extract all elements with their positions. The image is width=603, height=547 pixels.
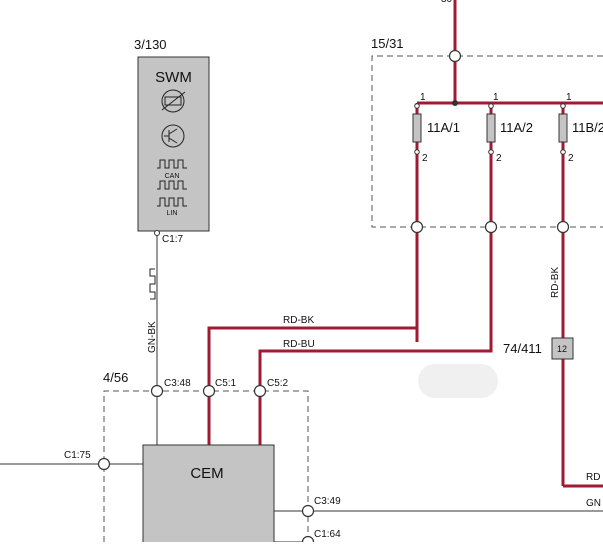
feed-junction <box>450 51 461 62</box>
top-wire-label: 30 <box>441 0 453 5</box>
swm-pin-dot <box>155 231 160 236</box>
fuse-11a2-body <box>487 114 495 142</box>
fuse-11a1-pin-out: 2 <box>422 153 428 164</box>
cem-c5-2-label: C5:2 <box>267 378 289 389</box>
connector-74-411-ref: 74/411 <box>503 341 542 356</box>
fuse-11b2-box-terminal <box>558 222 569 233</box>
cem-box <box>143 445 274 542</box>
cem-name: CEM <box>190 465 223 482</box>
cem-c3-48-terminal <box>152 386 163 397</box>
fuse-11b2-pin-out: 2 <box>568 153 574 164</box>
cem-c5-1-terminal <box>204 386 215 397</box>
cem-c1-75-terminal <box>99 459 110 470</box>
fuse-11a2-box-terminal <box>486 222 497 233</box>
swm-ref: 3/130 <box>134 37 167 52</box>
fuse-11b2: 1 2 11B/2 <box>558 92 603 486</box>
fuse-11a1-label: 11A/1 <box>427 120 460 135</box>
wire-rd-bk-label: RD-BK <box>283 315 314 326</box>
fuse-11a1-box-terminal <box>412 222 423 233</box>
cem-c1-64-terminal <box>303 537 314 543</box>
swm-name: SWM <box>155 69 192 86</box>
fuse-11a1-pin-in: 1 <box>420 92 426 103</box>
wire-rd-bu-label: RD-BU <box>283 339 315 350</box>
wire-rd-bk-right-label: RD-BK <box>550 267 561 298</box>
busbar-junction <box>452 100 458 106</box>
fuse-11b2-body <box>559 114 567 142</box>
fuse-11a2: 1 2 11A/2 <box>486 92 534 350</box>
fuse-11b2-pin-in: 1 <box>566 92 572 103</box>
fuse-11a2-pin1-dot <box>489 104 494 109</box>
fuse-11a2-pin-out: 2 <box>496 153 502 164</box>
swm-can-label: CAN <box>165 173 180 180</box>
swm-lin-label: LIN <box>167 210 178 217</box>
fuse-11a2-pin2-dot <box>489 150 494 155</box>
swm-pin-label: C1:7 <box>162 234 184 245</box>
connector-74-411-pin: 12 <box>557 344 567 354</box>
cem-c1-75-label: C1:75 <box>64 450 91 461</box>
wire-gn-right-label: GN <box>586 498 601 509</box>
fuse-11a2-pin-in: 1 <box>493 92 499 103</box>
fuse-11a1: 1 2 11A/1 <box>412 92 461 342</box>
fuse-box-ref: 15/31 <box>371 36 404 51</box>
wire-rd-right-label: RD <box>586 472 600 483</box>
fuse-11b2-label: 11B/2 <box>572 120 603 135</box>
cem-c3-49-label: C3:49 <box>314 496 341 507</box>
cem-c3-48-label: C3:48 <box>164 378 191 389</box>
fuse-11a1-body <box>413 114 421 142</box>
cem-c1-64-label: C1:64 <box>314 529 341 540</box>
cem-c3-49-terminal <box>303 506 314 517</box>
cem-group-ref: 4/56 <box>103 370 128 385</box>
lin-wire-wave-icon <box>150 269 155 299</box>
cem-c5-1-label: C5:1 <box>215 378 237 389</box>
fuse-11b2-pin2-dot <box>561 150 566 155</box>
fuse-11b2-pin1-dot <box>561 104 566 109</box>
cem-c5-2-terminal <box>255 386 266 397</box>
fuse-11a2-label: 11A/2 <box>500 120 533 135</box>
swm-wire-color-label: GN-BK <box>147 321 158 353</box>
fuse-11a1-pin1-dot <box>415 104 420 109</box>
highlight-blob <box>418 364 498 398</box>
fuse-11a1-pin2-dot <box>415 150 420 155</box>
